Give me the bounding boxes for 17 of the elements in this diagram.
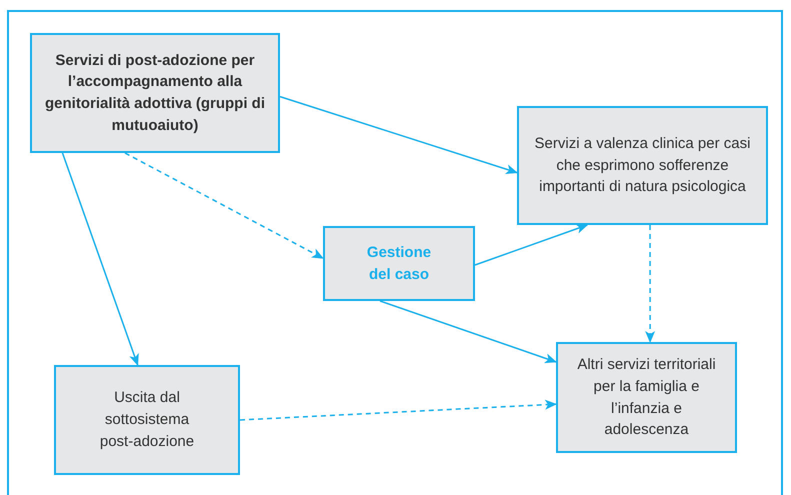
case-management-box	[323, 226, 475, 301]
arrow	[280, 96, 518, 174]
arrow	[240, 400, 557, 421]
box-text: Servizi di post-adozione per l’accompagnamento alla genitorialità adottiva (gruppi di mutuoaiuto)	[44, 50, 266, 136]
service-box	[30, 33, 280, 153]
box-text: Gestione del caso	[366, 242, 432, 284]
box-text: Uscita dal sottosistema post-adozione	[98, 388, 196, 452]
arrow	[380, 300, 557, 364]
box-text: Servizi a valenza clinica per casi che esprimono sofferenze importanti di natura psicologica	[534, 134, 752, 198]
arrow	[474, 224, 588, 266]
arrow	[62, 152, 139, 366]
service-box	[556, 342, 737, 453]
exit-box	[54, 365, 240, 475]
box-text: Altri servizi territoriali per la famiglia e l’infanzia e adolescenza	[576, 355, 717, 440]
service-box	[517, 106, 768, 225]
arrow	[645, 225, 656, 343]
arrow	[124, 152, 324, 259]
